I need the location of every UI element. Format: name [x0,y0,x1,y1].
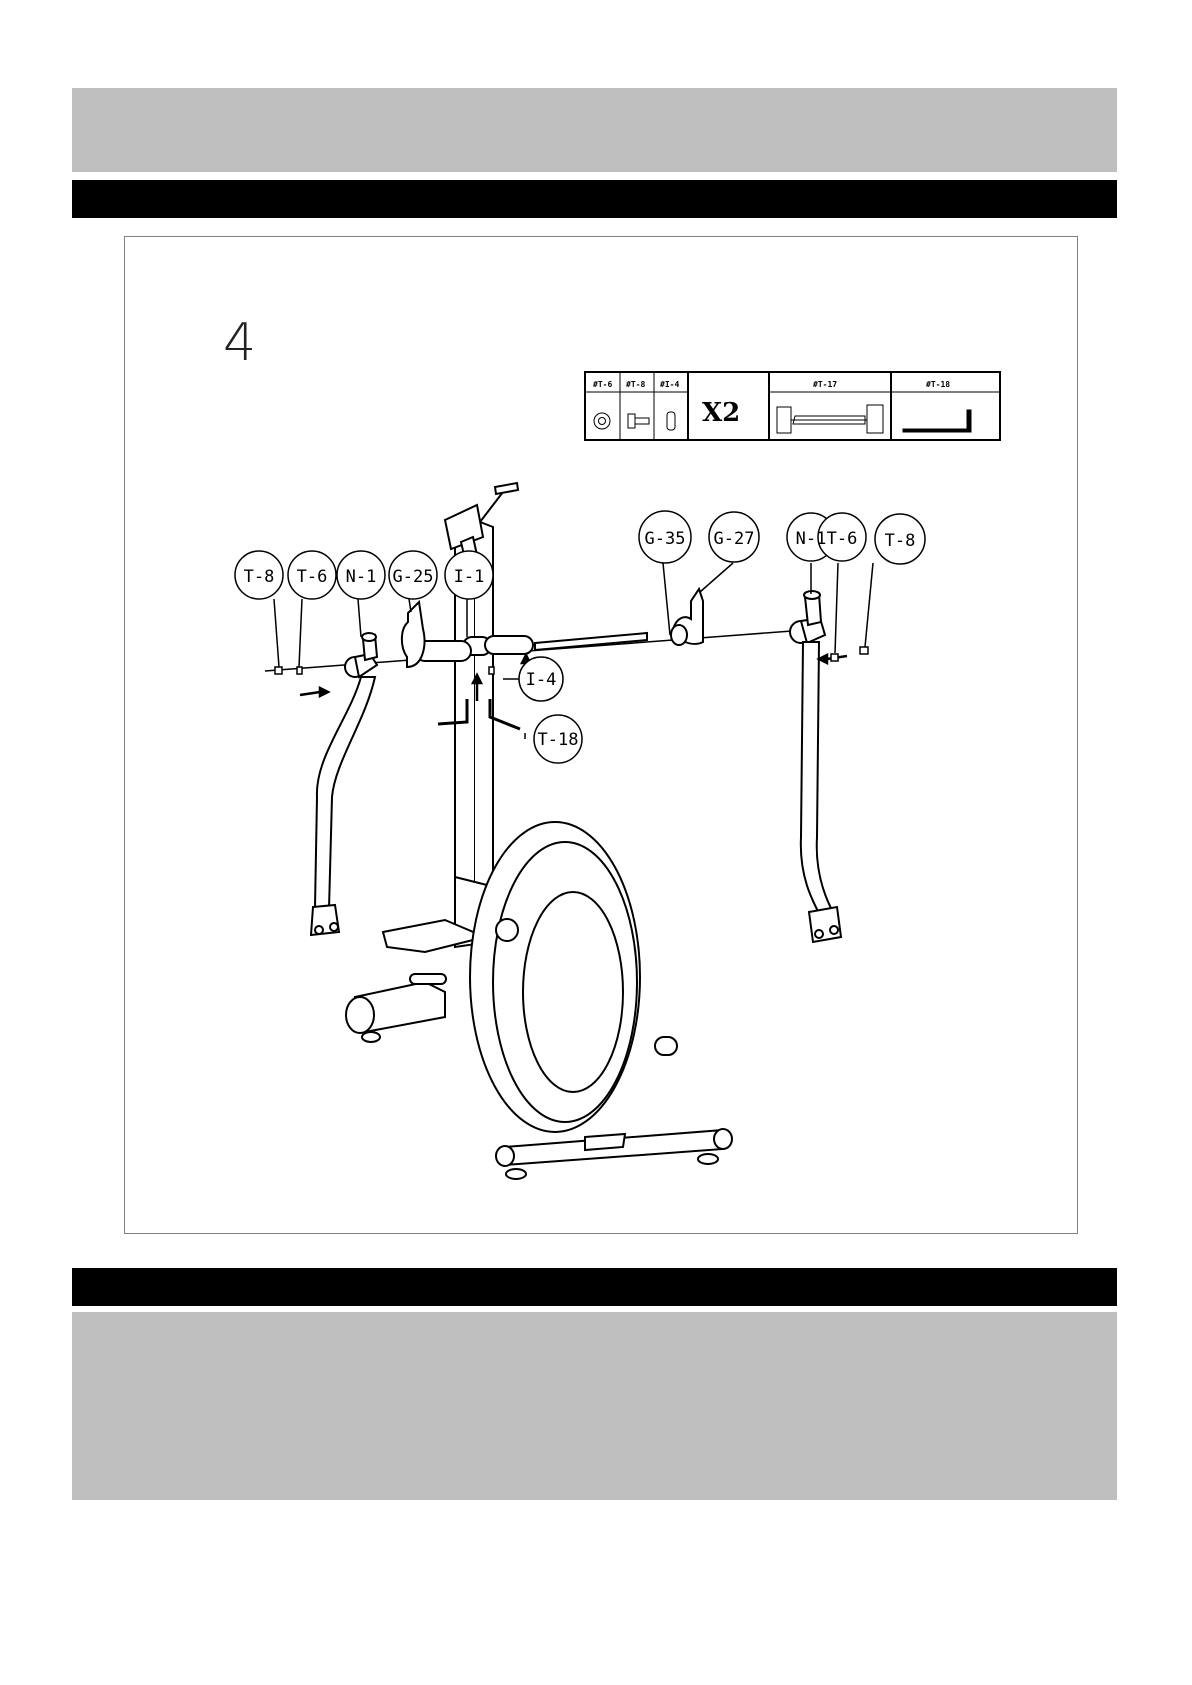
bushing-icon [667,412,675,430]
part-label-t8: #T-8 [626,380,645,389]
step-number: 4 [223,313,256,373]
wrench-icon [777,405,883,433]
callout-t6-left: T-6 [297,567,328,587]
tool-label-t18: #T-18 [926,380,950,389]
assembly-diagram: 4 #T-6 #T-8 #I-4 X2 #T-17 #T-18 [124,236,1078,1234]
part-label-t6: #T-6 [593,380,612,389]
callout-t6-right: T-6 [827,529,858,549]
top-black-band [72,180,1117,218]
callout-n1-right: N-1 [796,529,827,549]
bottom-black-band [72,1268,1117,1306]
callout-g35: G-35 [645,529,686,549]
callout-t8-right: T-8 [885,531,916,551]
callout-t8-left: T-8 [244,567,275,587]
quantity-multiplier: X2 [702,398,740,428]
callout-n1-left: N-1 [346,567,377,587]
callout-g25: G-25 [393,567,434,587]
washer-icon [594,413,610,429]
bottom-gray-band [72,1312,1117,1500]
top-gray-band [72,88,1117,172]
assembly-drawing: 4 #T-6 #T-8 #I-4 X2 #T-17 #T-18 [125,237,1077,1233]
callout-g27: G-27 [714,529,755,549]
callout-i4: I-4 [526,670,557,690]
allen-key-icon [903,410,971,432]
tool-label-t17: #T-17 [813,380,837,389]
bolt-icon [628,414,649,428]
part-label-i4: #I-4 [660,380,679,389]
callout-t18: T-18 [538,730,579,750]
callout-i1: I-1 [454,567,485,587]
